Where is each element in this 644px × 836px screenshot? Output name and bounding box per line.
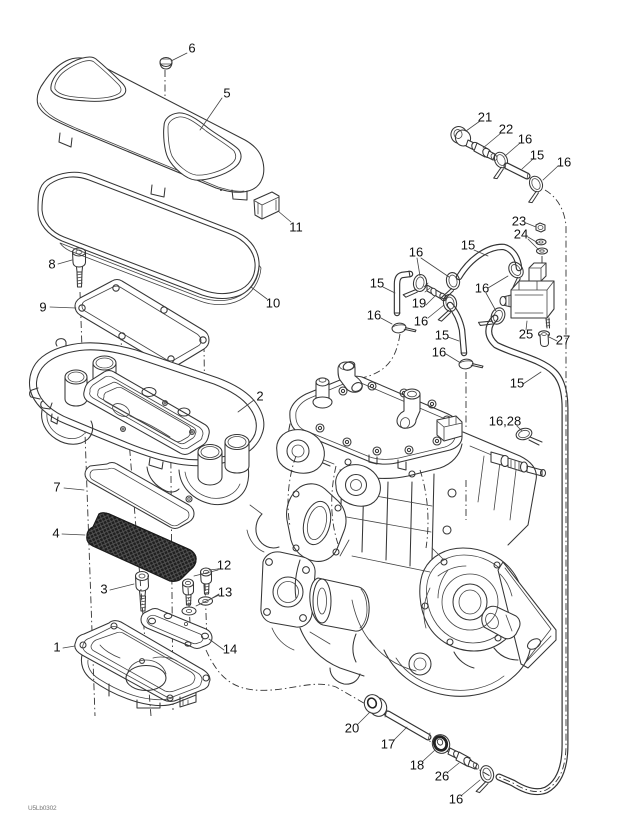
svg-text:7: 7 (53, 480, 60, 495)
svg-text:18: 18 (410, 758, 424, 773)
svg-text:15: 15 (510, 376, 524, 391)
svg-text:16,28: 16,28 (489, 414, 522, 429)
svg-text:16: 16 (409, 245, 423, 260)
svg-text:26: 26 (435, 769, 449, 784)
svg-text:27: 27 (556, 333, 570, 348)
svg-text:15: 15 (370, 276, 384, 291)
svg-text:16: 16 (432, 345, 446, 360)
svg-text:24: 24 (514, 227, 528, 242)
svg-text:14: 14 (223, 642, 237, 657)
svg-text:17: 17 (381, 737, 395, 752)
svg-text:19: 19 (412, 296, 426, 311)
svg-text:23: 23 (512, 214, 526, 229)
svg-text:16: 16 (449, 792, 463, 807)
svg-text:22: 22 (499, 122, 513, 137)
svg-text:U5Lb0302: U5Lb0302 (28, 805, 57, 812)
svg-text:11: 11 (289, 220, 303, 235)
svg-text:10: 10 (266, 296, 280, 311)
svg-text:2: 2 (256, 389, 263, 404)
svg-text:16: 16 (367, 308, 381, 323)
svg-text:12: 12 (217, 558, 231, 573)
svg-text:15: 15 (461, 238, 475, 253)
svg-text:13: 13 (218, 585, 232, 600)
svg-text:9: 9 (39, 300, 46, 315)
svg-text:4: 4 (52, 526, 59, 541)
svg-text:16: 16 (475, 281, 489, 296)
svg-text:5: 5 (223, 86, 230, 101)
svg-text:16: 16 (414, 314, 428, 329)
svg-text:1: 1 (53, 640, 60, 655)
svg-text:21: 21 (478, 110, 492, 125)
svg-text:15: 15 (530, 148, 544, 163)
svg-text:25: 25 (519, 327, 533, 342)
svg-text:16: 16 (557, 155, 571, 170)
svg-text:16: 16 (518, 132, 532, 147)
svg-text:20: 20 (345, 721, 359, 736)
svg-text:8: 8 (48, 257, 55, 272)
svg-text:6: 6 (188, 41, 195, 56)
svg-text:15: 15 (435, 328, 449, 343)
svg-text:3: 3 (100, 582, 107, 597)
